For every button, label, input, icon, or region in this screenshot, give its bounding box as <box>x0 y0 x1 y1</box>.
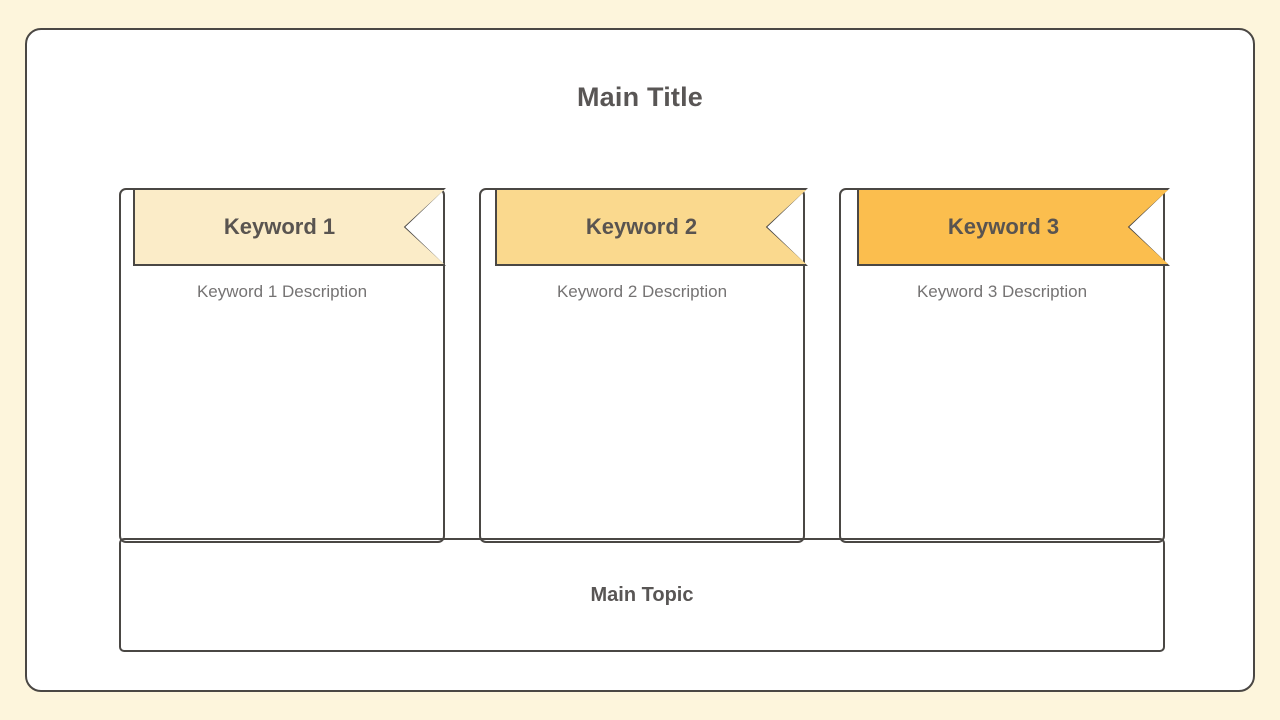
keyword-banner-label-1: Keyword 1 <box>223 214 336 239</box>
keyword-banner-3[interactable]: Keyword 3 <box>859 190 1168 264</box>
keyword-banner-label-3: Keyword 3 <box>947 214 1060 239</box>
keyword-banner-2[interactable]: Keyword 2 <box>497 190 806 264</box>
main-topic-label: Main Topic <box>590 583 694 606</box>
slide-frame: Main Title Keyword 1 Description Keyword… <box>25 28 1255 692</box>
page-title: Main Title <box>576 82 704 112</box>
keyword-description-2: Keyword 2 Description <box>556 282 728 301</box>
keyword-banner-label-2: Keyword 2 <box>585 214 698 239</box>
keyword-banner-1[interactable]: Keyword 1 <box>135 190 444 264</box>
keyword-description-3: Keyword 3 Description <box>916 282 1088 301</box>
main-topic-box[interactable]: Main Topic <box>119 538 1165 652</box>
keyword-description-1: Keyword 1 Description <box>196 282 368 301</box>
